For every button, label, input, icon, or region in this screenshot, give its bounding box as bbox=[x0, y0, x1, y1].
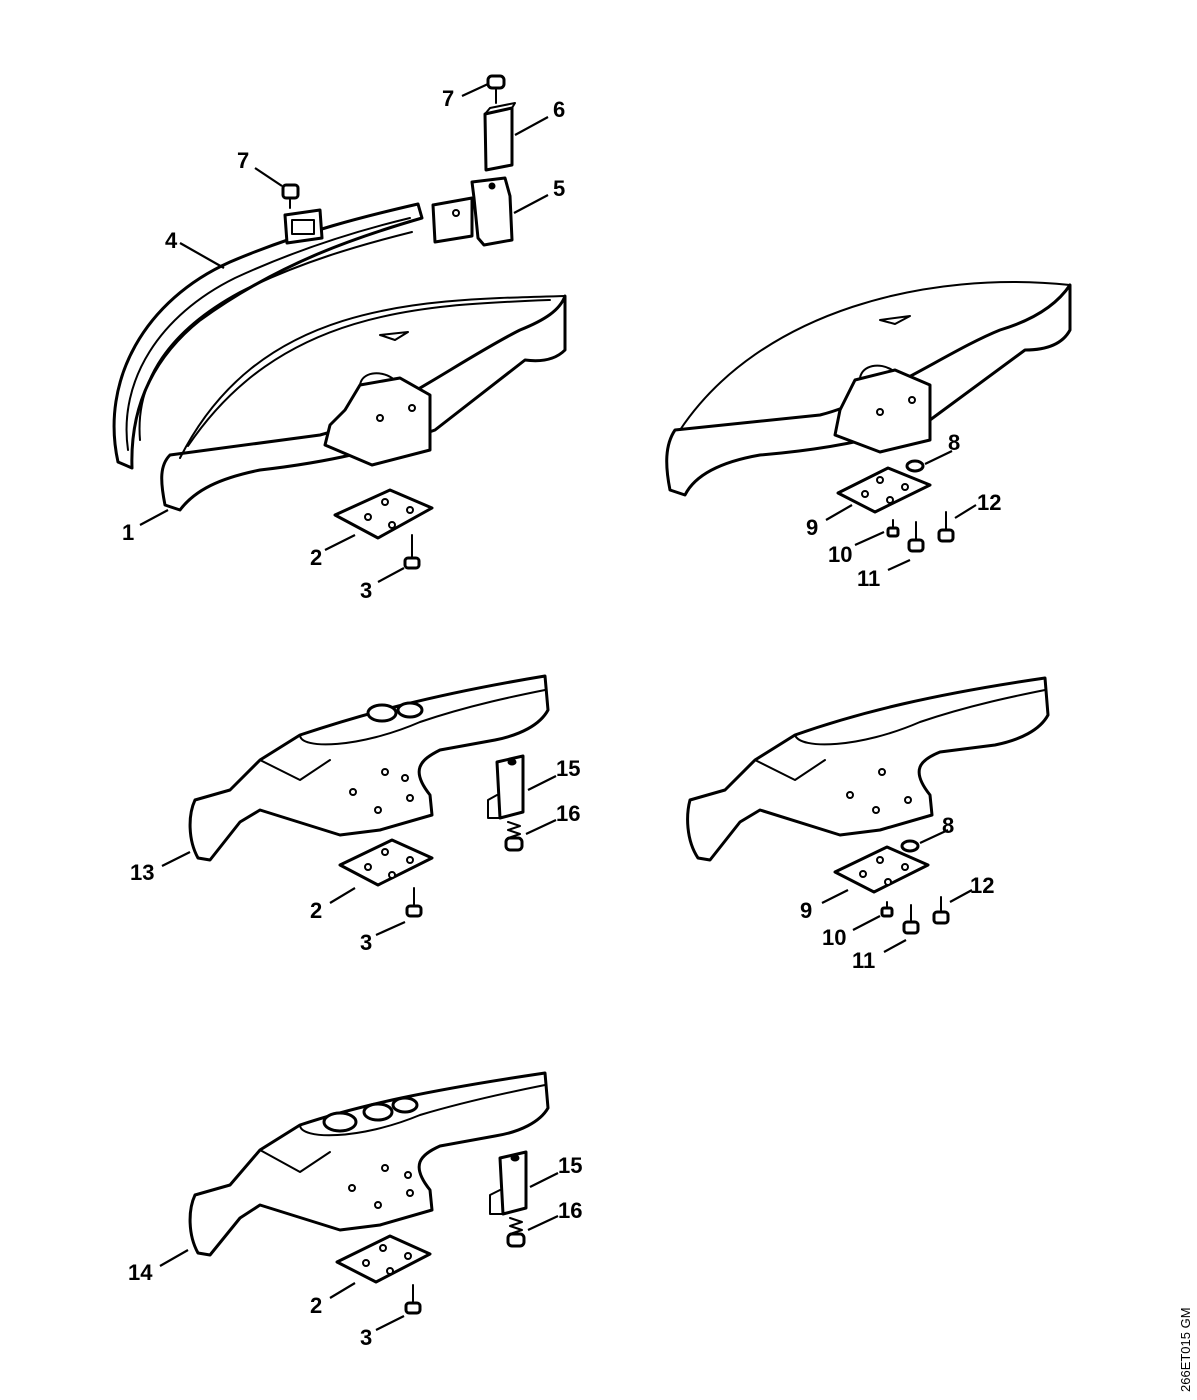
part-2-plate-a bbox=[333, 488, 434, 540]
part-12-screw-a bbox=[937, 511, 955, 543]
callout-9: 9 bbox=[800, 898, 812, 923]
callout-3: 3 bbox=[360, 1325, 372, 1350]
part-7-screw-upper-left bbox=[281, 183, 300, 209]
part-15-clip-a bbox=[487, 754, 525, 820]
assembly-guard-variant-b bbox=[665, 280, 1072, 553]
callout-16: 16 bbox=[556, 801, 580, 826]
part-11-screw-a bbox=[907, 521, 925, 553]
assembly-guard-14 bbox=[188, 1071, 550, 1315]
part-5-bracket bbox=[431, 176, 514, 247]
part-3-screw-c bbox=[404, 1284, 422, 1315]
part-16-spring-screw-a bbox=[504, 821, 524, 852]
callout-12: 12 bbox=[977, 490, 1001, 515]
callout-8: 8 bbox=[942, 813, 954, 838]
callout-15: 15 bbox=[558, 1153, 582, 1178]
part-guard-d bbox=[686, 676, 1050, 862]
callout-9: 9 bbox=[806, 515, 818, 540]
callout-1: 1 bbox=[122, 520, 134, 545]
part-8-washer-b bbox=[900, 839, 920, 853]
part-10-screw-a bbox=[886, 519, 900, 538]
callout-2: 2 bbox=[310, 1293, 322, 1318]
leader-lines bbox=[139, 83, 977, 1331]
part-16-spring-screw-b bbox=[506, 1217, 526, 1248]
callout-15: 15 bbox=[556, 756, 580, 781]
part-1-guard bbox=[160, 294, 567, 512]
part-guard-b bbox=[665, 280, 1072, 497]
callout-2: 2 bbox=[310, 898, 322, 923]
callout-11: 11 bbox=[852, 948, 875, 973]
part-7-screw-top bbox=[486, 74, 506, 104]
part-14-guard bbox=[188, 1071, 550, 1257]
part-3-screw-b bbox=[405, 887, 423, 918]
assembly-guard-with-extension bbox=[112, 74, 567, 570]
part-11-screw-b bbox=[902, 904, 920, 935]
callout-8: 8 bbox=[948, 430, 960, 455]
part-12-screw-b bbox=[932, 896, 950, 925]
callout-labels: 1 2 3 4 5 6 7 7 8 9 10 11 12 13 2 3 15 1… bbox=[122, 86, 1001, 1350]
callout-4: 4 bbox=[165, 228, 178, 253]
part-13-guard bbox=[188, 674, 550, 862]
callout-10: 10 bbox=[828, 542, 852, 567]
callout-2: 2 bbox=[310, 545, 322, 570]
part-10-screw-b bbox=[880, 901, 894, 918]
part-9-plate-b bbox=[833, 845, 930, 894]
part-3-screw-a bbox=[403, 534, 421, 570]
callout-7: 7 bbox=[442, 86, 454, 111]
part-6-clip bbox=[483, 102, 516, 172]
part-15-clip-b bbox=[489, 1150, 528, 1216]
callout-12: 12 bbox=[970, 873, 994, 898]
part-2-plate-b bbox=[338, 838, 434, 887]
part-2-plate-c bbox=[335, 1234, 432, 1284]
part-4-extension-strip bbox=[112, 202, 424, 470]
callout-5: 5 bbox=[553, 176, 565, 201]
assembly-guard-variant-d bbox=[686, 676, 1050, 935]
callout-16: 16 bbox=[558, 1198, 582, 1223]
part-9-plate-a bbox=[836, 466, 932, 514]
assembly-guard-13 bbox=[188, 674, 550, 918]
callout-10: 10 bbox=[822, 925, 846, 950]
callout-14: 14 bbox=[128, 1260, 153, 1285]
figure-reference-code: 266ET015 GM bbox=[1178, 1307, 1193, 1392]
callout-11: 11 bbox=[857, 566, 880, 591]
part-8-washer-a bbox=[905, 459, 925, 473]
callout-6: 6 bbox=[553, 97, 565, 122]
callout-3: 3 bbox=[360, 578, 372, 603]
callout-3: 3 bbox=[360, 930, 372, 955]
callout-13: 13 bbox=[130, 860, 154, 885]
callout-7: 7 bbox=[237, 148, 249, 173]
